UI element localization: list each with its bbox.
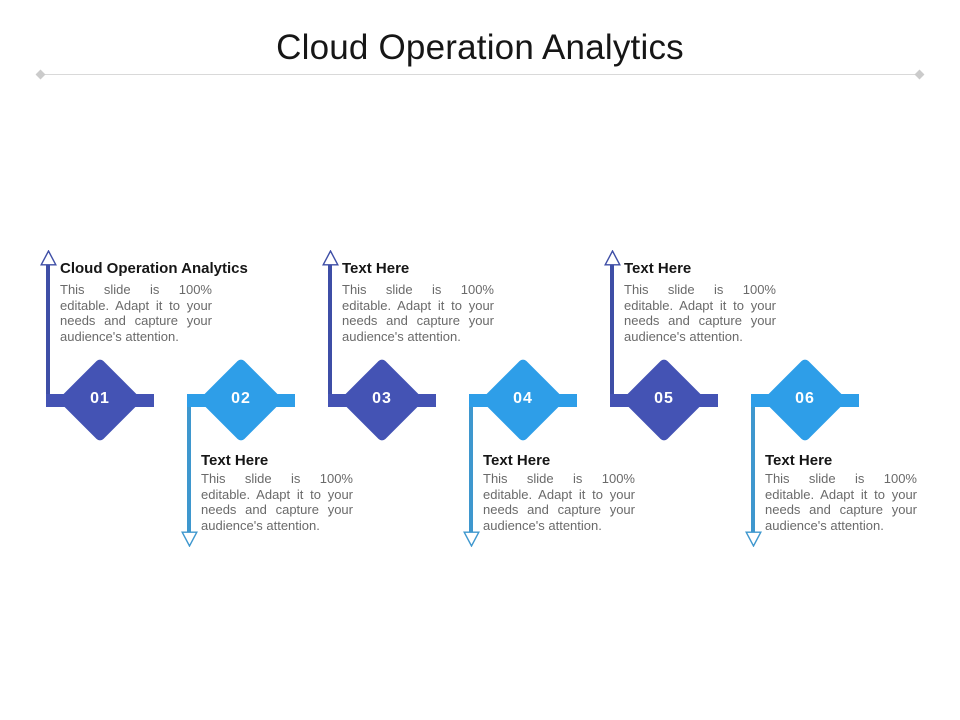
connector-line <box>610 265 614 401</box>
text-block-heading: Text Here <box>624 260 692 277</box>
arrow-up-icon <box>40 250 57 266</box>
milestone-number: 03 <box>372 390 392 407</box>
divider-end-diamond-icon <box>35 69 46 80</box>
text-block-body: This slide is 100% editable. Adapt it to… <box>342 282 494 344</box>
text-block-body: This slide is 100% editable. Adapt it to… <box>765 471 917 533</box>
text-block: Text Here This slide is 100% editable. A… <box>765 451 960 533</box>
arrow-up-icon <box>322 250 339 266</box>
text-block-body: This slide is 100% editable. Adapt it to… <box>483 471 635 533</box>
arrow-down-icon <box>745 531 762 547</box>
text-block-heading: Text Here <box>201 452 269 469</box>
text-block: Cloud Operation Analytics This slide is … <box>60 259 275 344</box>
text-block-body: This slide is 100% editable. Adapt it to… <box>201 471 353 533</box>
text-block: Text Here This slide is 100% editable. A… <box>342 259 557 344</box>
title-divider <box>40 74 920 75</box>
arrow-down-icon <box>463 531 480 547</box>
milestone-number: 01 <box>90 390 110 407</box>
connector-line <box>187 401 191 532</box>
connector-line <box>328 265 332 401</box>
connector-line <box>469 401 473 532</box>
text-block: Text Here This slide is 100% editable. A… <box>201 451 416 533</box>
text-block-heading: Text Here <box>342 260 410 277</box>
text-block-heading: Text Here <box>765 452 833 469</box>
milestone-number: 02 <box>231 390 251 407</box>
text-block-heading: Text Here <box>483 452 551 469</box>
slide-title: Cloud Operation Analytics <box>276 28 684 67</box>
text-block-heading: Cloud Operation Analytics <box>60 260 248 277</box>
text-block-body: This slide is 100% editable. Adapt it to… <box>624 282 776 344</box>
connector-line <box>46 265 50 401</box>
arrow-down-icon <box>181 531 198 547</box>
milestone-number: 06 <box>795 390 815 407</box>
text-block-body: This slide is 100% editable. Adapt it to… <box>60 282 212 344</box>
arrow-up-icon <box>604 250 621 266</box>
text-block: Text Here This slide is 100% editable. A… <box>624 259 839 344</box>
milestone-number: 05 <box>654 390 674 407</box>
text-block: Text Here This slide is 100% editable. A… <box>483 451 698 533</box>
divider-end-diamond-icon <box>914 69 925 80</box>
milestone-number: 04 <box>513 390 533 407</box>
connector-line <box>751 401 755 532</box>
